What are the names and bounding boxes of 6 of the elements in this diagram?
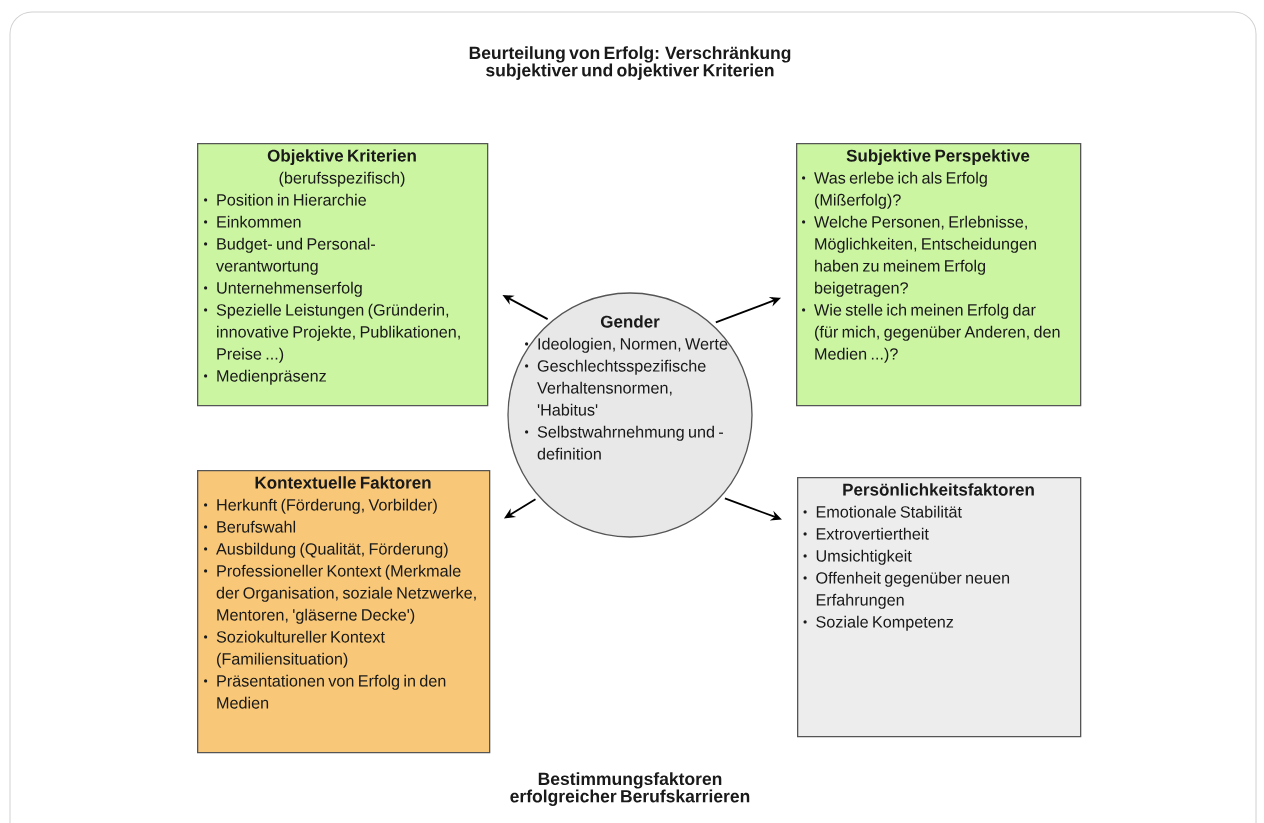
text-box: Objektive Kriterien (berufsspezifisch) Position in Hierarchie Einkommen Budget- und Personal- verantwortung Unternehmenserfolg Spezielle Leistungen (Gründerin, innovative Projekte, Publikationen, Preise ...) Medienpräsenz: [197, 143, 489, 407]
text-box: Persönlichkeitsfaktoren Emotionale Stabilität Extrovertiertheit Umsichtigkeit Offenheit gegenüber neuen Erfahrungen Soziale Kompetenz: [797, 477, 1082, 738]
text-box: Kontextuelle Faktoren Herkunft (Förderung, Vorbilder) Berufswahl Ausbildung (Qualität, Förderung) Professioneller Kontext (Merkmale der Organisation, soziale Netzwerke, Mentoren, 'gläserne Decke') Soziokultureller Kontext (Familiensituation) Präsentationen von Erfolg in den Medien: [197, 470, 491, 754]
text-box: Subjektive Perspektive Was erlebe ich als Erfolg (Mißerfolg)? Welche Personen, Erlebnisse, Möglichkeiten, Entscheidungen haben zu meinem Erfolg beigetragen? Wie stelle ich meinen Erfolg dar (für mich, gegenüber Anderen, den Medien ...)?: [796, 143, 1082, 407]
title: Beurteilung von Erfolg: Verschränkung subjektiver und objektiver Kriterien: [469, 46, 791, 80]
caption: Bestimmungsfaktoren erfolgreicher Berufskarrieren: [510, 772, 750, 806]
